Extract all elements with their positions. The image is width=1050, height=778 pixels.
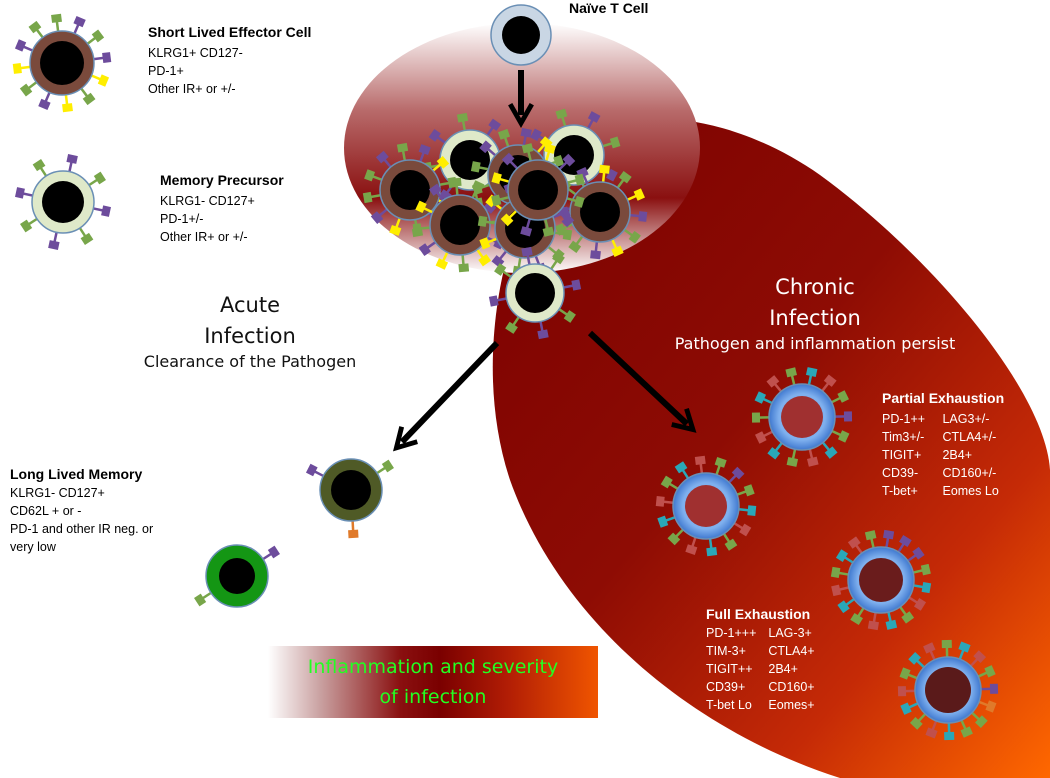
full-exhaustion-cell xyxy=(830,529,932,631)
chronic-line1: Chronic xyxy=(775,275,855,299)
chronic-infection-label: Chronic Infection Pathogen and inflammat… xyxy=(660,272,970,353)
llm-title: Long Lived Memory xyxy=(10,466,143,482)
naive-t-cell-label: Naïve T Cell xyxy=(569,0,649,16)
long-lived-memory-cell xyxy=(305,458,394,539)
chronic-infection-region xyxy=(492,118,1050,778)
llm-line: KLRG1- CD127+ xyxy=(10,486,105,500)
memory-precursor-cell xyxy=(488,246,582,340)
partial-marker: CD160+/- xyxy=(942,466,997,480)
full-marker: CTLA4+ xyxy=(768,644,815,658)
short-lived-effector-panel: Short Lived Effector Cell KLRG1+ CD127- … xyxy=(148,24,311,98)
full-marker-grid: PD-1+++ LAG-3+ TIM-3+ CTLA4+ TIGIT++ 2B4… xyxy=(706,624,815,714)
llm-line: CD62L + or - xyxy=(10,504,82,518)
slec-line: PD-1+ xyxy=(148,64,184,78)
partial-marker: CTLA4+/- xyxy=(942,430,997,444)
naive-t-cell xyxy=(490,4,552,66)
full-marker: 2B4+ xyxy=(768,662,798,676)
partial-marker: T-bet+ xyxy=(882,484,918,498)
partial-marker-grid: PD-1++ LAG3+/- Tim3+/- CTLA4+/- TIGIT+ 2… xyxy=(882,410,1004,500)
full-marker: LAG-3+ xyxy=(768,626,812,640)
memory-precursor-panel: Memory Precursor KLRG1- CD127+ PD-1+/- O… xyxy=(160,172,284,246)
acute-line2: Infection xyxy=(204,324,296,348)
long-lived-memory-cell-2 xyxy=(194,544,280,608)
partial-title: Partial Exhaustion xyxy=(882,390,1005,406)
acute-subtitle: Clearance of the Pathogen xyxy=(143,352,357,371)
partial-marker: Eomes Lo xyxy=(942,484,999,498)
partial-marker: Tim3+/- xyxy=(882,430,925,444)
long-lived-memory-panel: Long Lived Memory KLRG1- CD127+ CD62L + … xyxy=(10,466,153,556)
chronic-line2: Infection xyxy=(769,306,861,330)
acute-line1: Acute xyxy=(219,293,280,317)
partial-marker: CD39- xyxy=(882,466,919,480)
short-lived-effector-icon xyxy=(12,13,112,113)
chronic-arrow xyxy=(587,330,697,433)
memory-precursor-icon xyxy=(15,154,111,250)
partial-marker: PD-1++ xyxy=(882,412,926,426)
full-marker: TIGIT++ xyxy=(706,662,753,676)
mp-title: Memory Precursor xyxy=(160,172,284,188)
mp-line: PD-1+/- xyxy=(160,212,204,226)
full-marker: T-bet Lo xyxy=(706,698,752,712)
slec-line: KLRG1+ CD127- xyxy=(148,46,243,60)
partial-exhaustion-panel: Partial Exhaustion PD-1++ LAG3+/- Tim3+/… xyxy=(882,390,1004,500)
full-marker: CD39+ xyxy=(706,680,746,694)
full-exhaustion-cell-2 xyxy=(897,639,999,741)
acute-infection-label: Acute Infection Clearance of the Pathoge… xyxy=(120,290,380,371)
inflammation-severity-label: Inflammation and severity of infection xyxy=(268,652,598,712)
inflammation-severity-bar xyxy=(268,646,598,718)
llm-line: very low xyxy=(10,540,56,554)
mp-line: Other IR+ or +/- xyxy=(160,230,248,244)
partial-exhaustion-cell xyxy=(751,367,853,467)
full-marker: Eomes+ xyxy=(768,698,815,712)
llm-line: PD-1 and other IR neg. or xyxy=(10,522,154,536)
full-title: Full Exhaustion xyxy=(706,606,811,622)
mp-line: KLRG1- CD127+ xyxy=(160,194,255,208)
chronic-subtitle: Pathogen and inflammation persist xyxy=(674,334,956,353)
slec-title: Short Lived Effector Cell xyxy=(148,24,312,40)
slec-line: Other IR+ or +/- xyxy=(148,82,236,96)
full-marker: TIM-3+ xyxy=(706,644,746,658)
expanding-t-cell xyxy=(491,143,585,237)
partial-marker: TIGIT+ xyxy=(882,448,922,462)
legend-line1: Inflammation and severity xyxy=(307,656,559,678)
full-exhaustion-panel: Full Exhaustion PD-1+++ LAG-3+ TIM-3+ CT… xyxy=(706,606,815,714)
partial-marker: LAG3+/- xyxy=(942,412,990,426)
acute-arrow xyxy=(393,340,500,452)
partial-marker: 2B4+ xyxy=(942,448,973,462)
exhausted-cell xyxy=(655,455,757,557)
full-marker: CD160+ xyxy=(768,680,815,694)
legend-line2: of infection xyxy=(379,686,487,708)
full-marker: PD-1+++ xyxy=(706,626,757,640)
